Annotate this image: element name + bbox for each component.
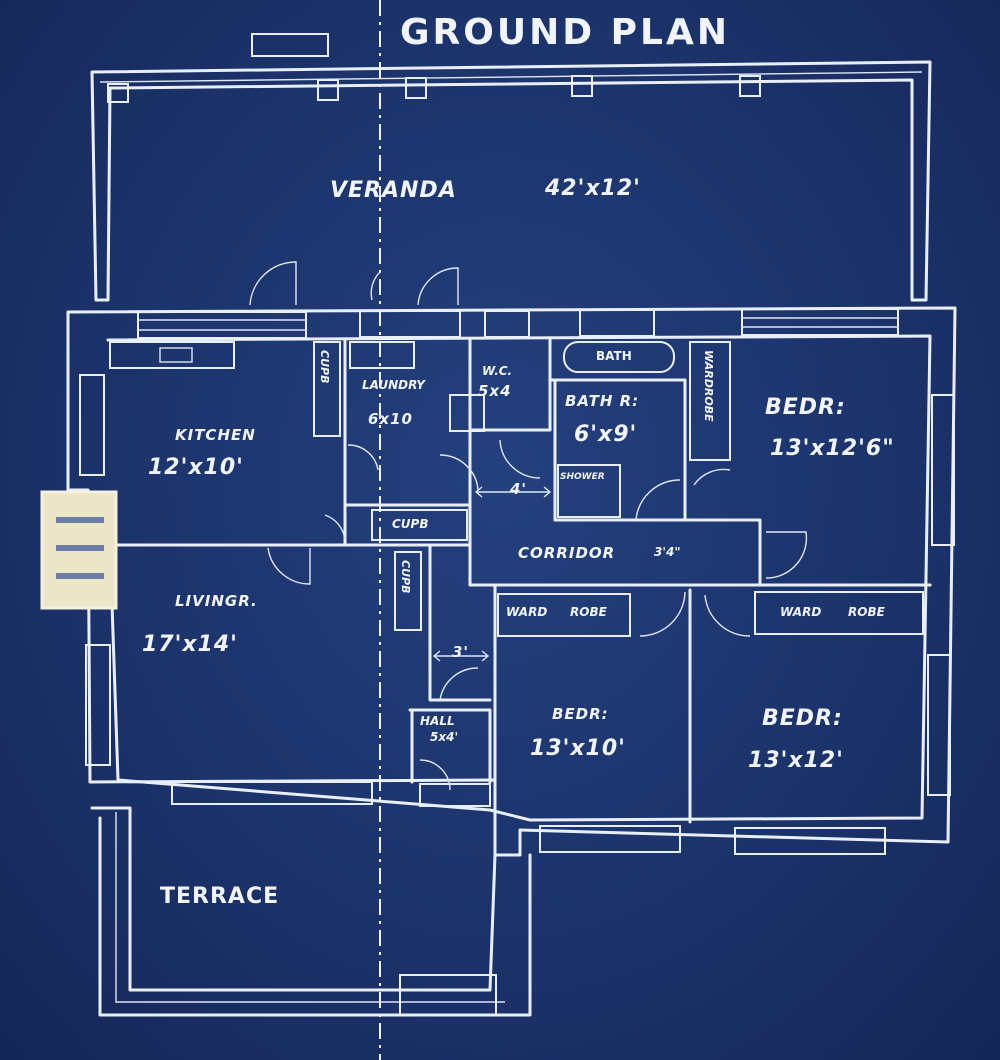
- bathroom-size: 6'x9': [574, 422, 638, 447]
- wardrobe-mid-word1: WARD: [506, 605, 548, 619]
- bed-ne-name: BEDR:: [765, 395, 846, 420]
- hall-passage-dimension: 3': [452, 643, 470, 661]
- hall-size: 5x4': [430, 730, 459, 744]
- terrace-name: TERRACE: [160, 884, 280, 909]
- living-name: LIVINGR.: [175, 592, 258, 610]
- bed-mid-size: 13'x10': [530, 736, 626, 761]
- bed-mid-name: BEDR:: [552, 705, 609, 723]
- interior-walls: [40, 338, 932, 824]
- bed-ne-size: 13'x12'6": [770, 436, 895, 461]
- wardrobe-se-word2: ROBE: [848, 605, 885, 619]
- wc-size: 5x4: [478, 382, 512, 400]
- bathroom-name: BATH R:: [565, 392, 640, 410]
- veranda-name: VERANDA: [330, 178, 457, 203]
- bath-fixture-label: BATH: [596, 349, 632, 363]
- veranda-outline: [90, 33, 932, 302]
- laundry-passage-dimension: 4': [510, 480, 528, 498]
- kitchen-size: 12'x10': [148, 455, 244, 480]
- corridor-name: CORRIDOR: [518, 544, 616, 562]
- kitchen-name: KITCHEN: [175, 426, 256, 444]
- veranda-size: 42'x12': [545, 176, 641, 201]
- door-swings: [249, 261, 808, 791]
- terrace-outline: [90, 806, 532, 1017]
- bed-se-size: 13'x12': [748, 748, 844, 773]
- laundry-size: 6x10: [368, 410, 413, 428]
- dimension-arrows: [432, 486, 552, 662]
- cupb-laundry-label: CUPB: [392, 517, 429, 531]
- shower-label: SHOWER: [560, 472, 605, 482]
- hall-name: HALL: [420, 714, 455, 728]
- wardrobe-ne-label: WARDROBE: [702, 350, 715, 422]
- living-size: 17'x14': [142, 632, 238, 657]
- cupb-living-label: CUPB: [399, 560, 412, 594]
- wc-name: W.C.: [482, 364, 513, 378]
- corridor-width: 3'4": [654, 545, 681, 559]
- wardrobe-se-word1: WARD: [780, 605, 822, 619]
- laundry-name: LAUNDRY: [362, 378, 425, 392]
- bed-se-name: BEDR:: [762, 706, 843, 731]
- plan-title: GROUND PLAN: [400, 12, 730, 53]
- cupb-kitchen-label: CUPB: [318, 350, 331, 384]
- wardrobe-mid-word2: ROBE: [570, 605, 607, 619]
